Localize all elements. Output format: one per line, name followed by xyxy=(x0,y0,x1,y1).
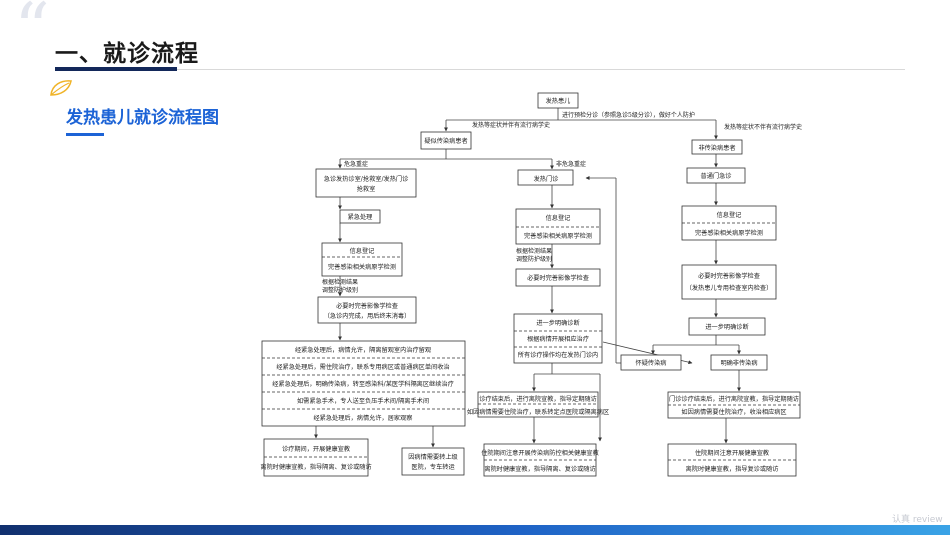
box-emergency-room-line2: 抢救室 xyxy=(357,185,376,193)
label-no-history: 发热等症状不伴有流行病学史 xyxy=(724,123,802,131)
box-info-reg-mid: 信息登记 xyxy=(546,214,571,222)
box-test-right: 完善感染相关病原学检测 xyxy=(695,229,763,237)
box-test-mid: 完善感染相关病原学检测 xyxy=(524,232,592,240)
box-emergency-treat: 紧急处理 xyxy=(348,213,373,221)
box-right-after2-1: 住院期间注意开展健康宣教 xyxy=(695,449,769,457)
box-imaging-left-line1: 必要时完善影像学检查 xyxy=(336,302,398,310)
footer-bar xyxy=(0,525,950,535)
box-imaging-left-line2: （急诊内完成，用后终末消毒） xyxy=(324,312,411,320)
box-left-transfer-line1: 因病情需要转上级 xyxy=(408,453,458,461)
box-mid-after1-2: 如因病情需要住院治疗，联系转定点医院或隔离病区 xyxy=(467,408,609,416)
box-right-after1-1: 门诊诊疗结束后，进行离院宣教，指导定期随访 xyxy=(669,395,799,403)
box-emergency-room-line1: 急诊发热诊室/抢救室/发热门诊 xyxy=(324,175,409,183)
box-confirm-non: 明确非传染病 xyxy=(720,359,757,367)
label-has-history: 发热等症状并伴有流行病学史 xyxy=(472,121,550,129)
box-imaging-right-line1: 必要时完善影像学检查 xyxy=(698,272,760,280)
label-non-critical: 非危急重症 xyxy=(556,160,586,168)
box-stabilized-5: 经紧急处理后，病情允许，居家观察 xyxy=(314,414,413,422)
box-mid-after2-1: 住院期间注意开展传染病防控相关健康宣教 xyxy=(481,449,599,457)
box-imaging-right-line2: （发热患儿专用检查室内检查） xyxy=(686,284,773,292)
box-left-after-1: 诊疗期间，开展健康宣教 xyxy=(282,445,350,453)
box-general-er: 普通门急诊 xyxy=(701,172,733,180)
section-subtitle: 发热患儿就诊流程图 xyxy=(66,108,219,128)
box-diagnose-mid: 进一步明确诊断 xyxy=(536,319,579,327)
box-stabilized-3: 经紧急处理后，明确传染病，转至感染科/某医学科隔离区继续治疗 xyxy=(272,380,454,388)
flowchart: 发热患儿 疑似传染病患者 急诊发热诊室/抢救室/发热门诊 抢救室 紧急处理 信息… xyxy=(246,87,805,482)
box-mid-after2-2: 离院时健康宣教，指导隔离、复诊或随访 xyxy=(484,465,595,473)
box-fever-clinic: 发热门诊 xyxy=(534,175,560,183)
box-info-reg-left: 信息登记 xyxy=(350,247,375,255)
box-mid-after1-1: 诊疗结束后，进行离院宣教，指导定期随访 xyxy=(479,395,597,403)
label-adjust-mid-1: 根据检测结果 xyxy=(516,247,552,255)
box-left-transfer-line2: 医院，专车转运 xyxy=(411,463,454,471)
subtitle-underline xyxy=(66,133,104,136)
box-diagnose-right: 进一步明确诊断 xyxy=(705,323,748,331)
title-divider xyxy=(55,69,905,70)
title-accent-bar xyxy=(55,67,177,71)
label-adjust-left-1: 根据检测结果 xyxy=(322,278,358,286)
box-non-infectious: 非传染病患者 xyxy=(698,144,735,152)
box-treat-mid: 根据病情开展相应治疗 xyxy=(527,335,589,343)
box-suspect: 怀疑传染病 xyxy=(636,359,667,367)
box-stabilized-1: 经紧急处理后，病情允许，隔离留观室内治疗留观 xyxy=(295,346,431,354)
box-all-in-clinic: 所有诊疗操作均在发热门诊内 xyxy=(518,351,598,359)
box-stabilized-4: 如需紧急手术，专人送至负压手术间/隔离手术间 xyxy=(297,397,429,405)
box-imaging-mid: 必要时完善影像学检查 xyxy=(527,274,589,282)
leaf-icon xyxy=(50,80,72,96)
box-stabilized-2: 经紧急处理后，需住院治疗，联系专用病区或普通病区单间收治 xyxy=(276,363,449,371)
box-left-after-2: 离院时健康宣教，指导隔离、复诊或随访 xyxy=(260,463,371,471)
label-adjust-mid-2: 调整防护级别 xyxy=(516,255,552,263)
box-right-after2-2: 离院时健康宣教，指导复诊或随访 xyxy=(686,465,779,473)
label-triage: 进行预检分诊（参照急诊5级分诊），做好个人防护 xyxy=(562,111,695,119)
box-start: 发热患儿 xyxy=(546,97,571,105)
watermark: 认真 review xyxy=(892,515,943,525)
box-right-after1-2: 如因病情需要住院治疗，收治相应病区 xyxy=(681,408,786,416)
quote-mark-icon: “ xyxy=(14,0,50,70)
box-suspected-infectious: 疑似传染病患者 xyxy=(424,137,467,145)
box-test-left: 完善感染相关病原学检测 xyxy=(328,263,396,271)
label-critical: 危急重症 xyxy=(344,160,368,168)
page-title: 一、就诊流程 xyxy=(55,41,199,67)
label-adjust-left-2: 调整防护级别 xyxy=(322,286,358,294)
box-info-reg-right: 信息登记 xyxy=(717,211,742,219)
